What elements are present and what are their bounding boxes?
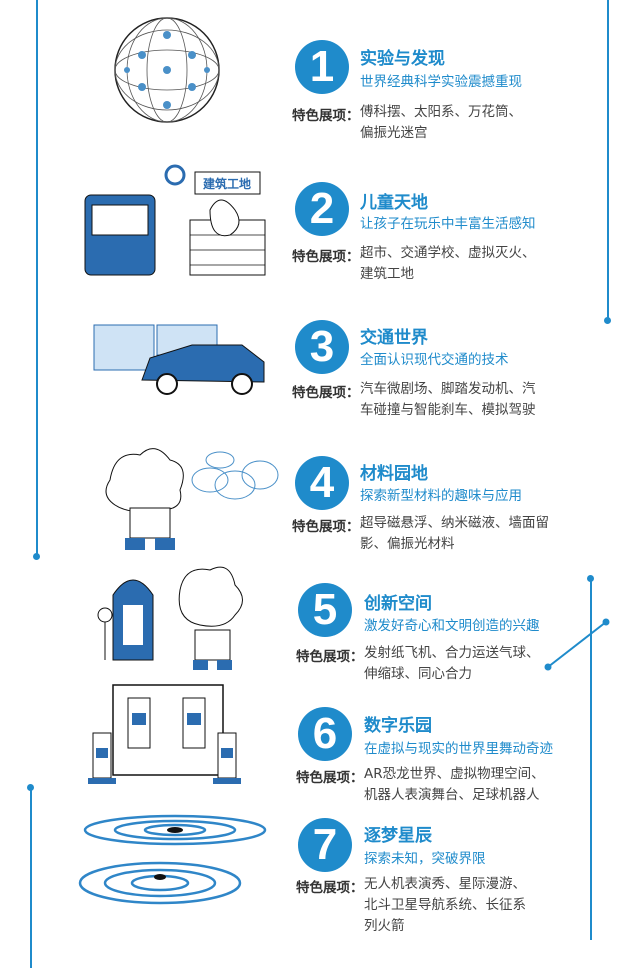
deco-line xyxy=(590,578,592,940)
features-label: 特色展项： xyxy=(292,249,360,265)
features-text: 发射纸飞机、合力运送气球、伸缩球、同心合力 xyxy=(364,645,540,682)
deco-dot xyxy=(27,784,34,791)
deco-line xyxy=(607,0,609,320)
section-number-badge: 2 xyxy=(295,182,349,236)
children-area-illustration: 建筑工地 xyxy=(84,164,266,276)
innovation-space-illustration xyxy=(97,566,243,670)
section-subtitle: 让孩子在玩乐中丰富生活感知 xyxy=(360,216,536,232)
section-subtitle: 世界经典科学实验震撼重现 xyxy=(360,74,522,90)
section-number-badge: 1 xyxy=(295,40,349,94)
features-label: 特色展项： xyxy=(292,108,360,124)
features-label: 特色展项： xyxy=(292,519,360,535)
section-number-badge: 6 xyxy=(298,707,352,761)
deco-dot xyxy=(587,575,594,582)
section-subtitle: 探索未知，突破界限 xyxy=(364,851,486,867)
section-number-badge: 4 xyxy=(295,456,349,510)
section-subtitle: 全面认识现代交通的技术 xyxy=(360,352,509,368)
deco-dot xyxy=(33,553,40,560)
car-illustration xyxy=(93,324,265,395)
section-title: 材料园地 xyxy=(360,464,428,484)
features-label: 特色展项： xyxy=(292,385,360,401)
robot-stage-illustration xyxy=(88,684,241,784)
deco-dot xyxy=(604,317,611,324)
section-title: 实验与发现 xyxy=(360,49,445,69)
svg-text:建筑工地: 建筑工地 xyxy=(202,176,251,191)
features-text: 超市、交通学校、虚拟灭火、建筑工地 xyxy=(360,245,536,282)
section-title: 逐梦星辰 xyxy=(364,826,432,846)
deco-line xyxy=(36,0,38,556)
section-title: 交通世界 xyxy=(360,328,428,348)
features-text: 傅科摆、太阳系、万花筒、偏振光迷宫 xyxy=(360,104,522,141)
features-text: 汽车微剧场、脚踏发动机、汽车碰撞与智能刹车、模拟驾驶 xyxy=(360,381,536,418)
features-label: 特色展项： xyxy=(296,880,364,896)
features-text: AR恐龙世界、虚拟物理空间、机器人表演舞台、足球机器人 xyxy=(364,766,545,803)
section-title: 儿童天地 xyxy=(360,193,428,213)
features-label: 特色展项： xyxy=(296,770,364,786)
section-number-badge: 7 xyxy=(298,818,352,872)
deco-line xyxy=(30,787,32,968)
section-subtitle: 在虚拟与现实的世界里舞动奇迹 xyxy=(364,741,553,757)
features-label: 特色展项： xyxy=(296,649,364,665)
features-text: 超导磁悬浮、纳米磁液、墙面留影、偏振光材料 xyxy=(360,515,549,552)
section-number-badge: 3 xyxy=(295,320,349,374)
galaxy-illustration xyxy=(78,814,267,905)
section-subtitle: 激发好奇心和文明创造的兴趣 xyxy=(364,618,540,634)
mascot-bubbles-illustration xyxy=(105,448,279,550)
features-text: 无人机表演秀、星际漫游、北斗卫星导航系统、长征系列火箭 xyxy=(364,876,526,934)
section-title: 数字乐园 xyxy=(364,716,432,736)
geodesic-sphere-illustration xyxy=(114,17,220,123)
section-title: 创新空间 xyxy=(364,594,432,614)
deco-diagonal xyxy=(544,618,610,671)
section-number-badge: 5 xyxy=(298,583,352,637)
section-subtitle: 探索新型材料的趣味与应用 xyxy=(360,488,522,504)
